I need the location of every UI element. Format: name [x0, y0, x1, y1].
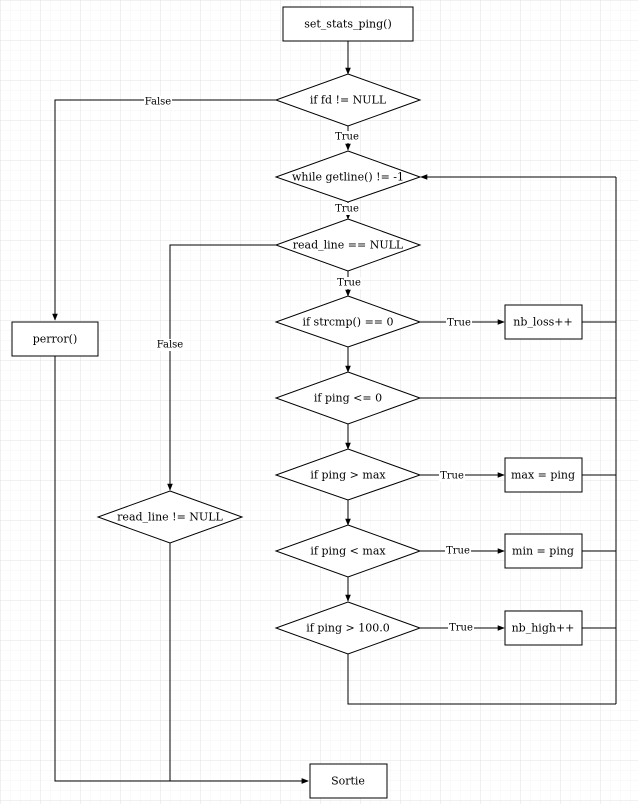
if-ping-le0-diamond	[274, 371, 422, 425]
perror-label: perror()	[33, 333, 78, 346]
if-fd-label: if fd != NULL	[310, 94, 387, 107]
edge-label-high-true: True	[449, 623, 473, 634]
nb-loss-box	[504, 304, 583, 340]
if-ping-lt-max-label: if ping < max	[310, 545, 386, 558]
edge-label-min-true: True	[446, 546, 470, 557]
max-eq-ping-box	[504, 457, 583, 493]
if-ping-lt-max-diamond	[274, 524, 422, 578]
edge-label-read-true: True	[337, 278, 361, 289]
sortie-label: Sortie	[331, 775, 365, 788]
while-getline-diamond	[274, 150, 422, 203]
if-ping-gt-max-label: if ping > max	[310, 469, 386, 482]
read-line-not-null-diamond	[96, 490, 244, 544]
if-strcmp-label: if strcmp() == 0	[302, 316, 393, 329]
perror-box	[11, 321, 99, 357]
nodes	[11, 6, 583, 799]
start-box	[282, 6, 414, 42]
min-eq-ping-label: min = ping	[512, 545, 574, 558]
edge-read-line-false	[167, 244, 276, 491]
edge-readnotnull-to-sortie	[169, 543, 309, 784]
edge-label-read-false: False	[157, 340, 184, 351]
node-labels: set_stats_ping() if fd != NULL while get…	[33, 18, 575, 788]
read-line-not-null-label: read_line != NULL	[117, 511, 223, 524]
while-getline-label: while getline() != -1	[292, 171, 404, 184]
sortie-box	[309, 763, 388, 799]
edge-label-backgrounds	[144, 96, 474, 634]
edge-label-max-true: True	[440, 471, 464, 482]
start-label: set_stats_ping()	[304, 18, 392, 31]
edge-label-strcmp-true: True	[447, 318, 471, 329]
if-ping-gt100-diamond	[274, 601, 422, 655]
if-ping-gt100-label: if ping > 100.0	[306, 622, 389, 635]
edge-label-fd-false: False	[145, 97, 172, 108]
edge-label-fd-true: True	[335, 132, 359, 143]
read-line-null-diamond	[274, 218, 422, 272]
read-line-null-label: read_line == NULL	[293, 239, 404, 252]
max-eq-ping-label: max = ping	[511, 469, 575, 482]
edge-label-while-true: True	[335, 204, 359, 215]
edge-gt100-to-rail	[347, 654, 616, 705]
edge-labels: False True True True False True True Tru…	[145, 97, 473, 634]
min-eq-ping-box	[504, 533, 583, 569]
if-strcmp-diamond	[274, 295, 422, 348]
if-ping-le0-label: if ping <= 0	[314, 392, 382, 405]
edge-if-fd-false	[52, 99, 276, 321]
if-ping-gt-max-diamond	[274, 448, 422, 501]
nb-loss-label: nb_loss++	[513, 316, 573, 329]
if-fd-diamond	[274, 73, 422, 127]
nb-high-box	[504, 610, 583, 646]
nb-high-label: nb_high++	[512, 622, 575, 635]
